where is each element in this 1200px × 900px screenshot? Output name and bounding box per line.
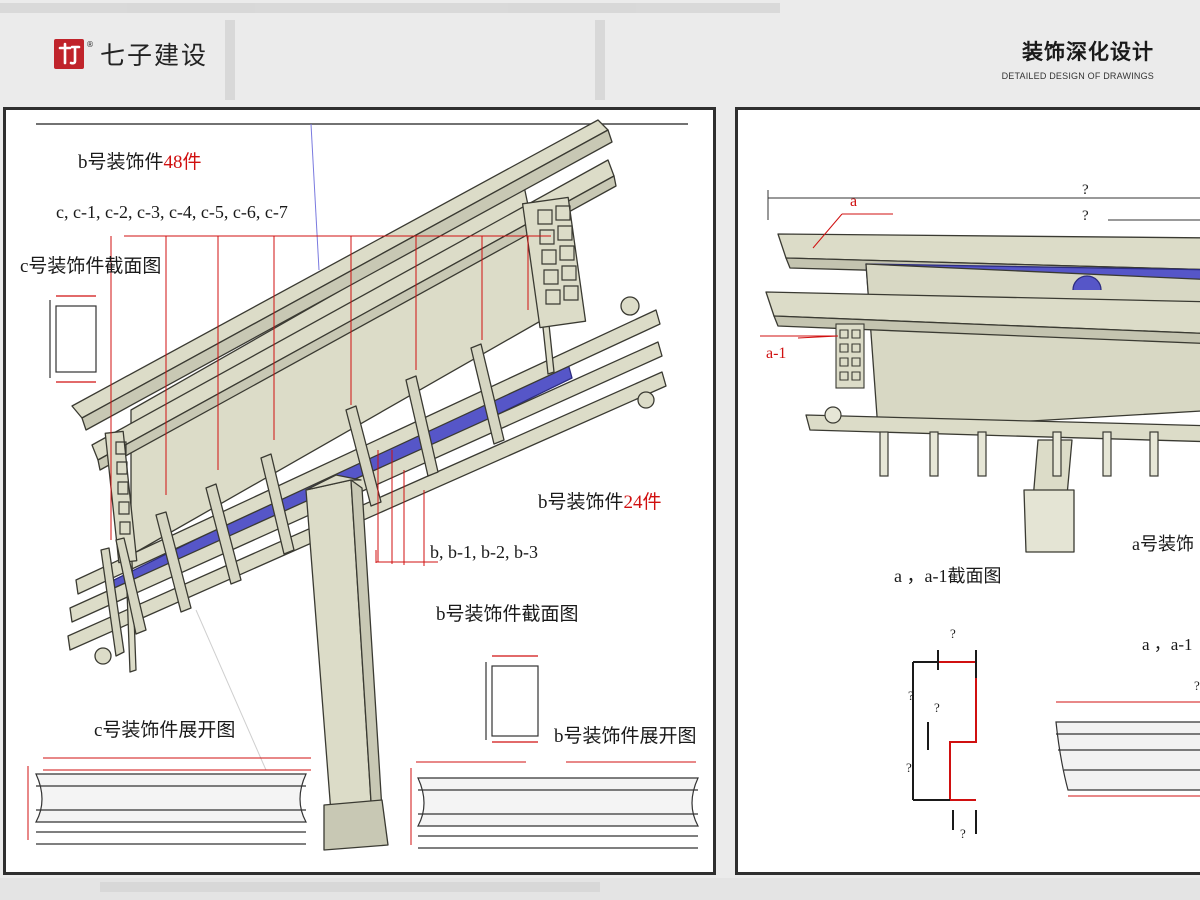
dim-a3: ? — [934, 700, 940, 715]
label-a-cut: a号装饰 — [1132, 534, 1194, 554]
label-a1: a-1 — [766, 345, 786, 362]
label-b24: b号装饰件24件 — [538, 491, 662, 513]
registered-mark: ® — [86, 39, 94, 49]
label-b-section: b号装饰件截面图 — [436, 603, 579, 625]
label-b-unfold: b号装饰件展开图 — [554, 725, 697, 747]
section-title-en: DETAILED DESIGN OF DRAWINGS — [1001, 71, 1154, 81]
c-unfold-profile — [34, 773, 308, 845]
brand-logo-icon — [54, 39, 84, 69]
dim-a2: ? — [908, 688, 914, 703]
company-name: 七子建设 — [100, 41, 209, 70]
dim-a4: ? — [906, 760, 912, 775]
roof-structure — [67, 119, 667, 851]
page-header: ® 七子建设 装饰深化设计 DETAILED DESIGN OF DRAWING… — [0, 0, 1200, 100]
dim-a6: ? — [1194, 678, 1200, 693]
right-drawing-panel: ? ? — [735, 107, 1200, 875]
label-a: a — [850, 193, 857, 210]
label-a-list-cut: a ，a-1 — [1142, 635, 1193, 654]
c-section-detail — [49, 295, 97, 383]
dim-question-1: ? — [1082, 182, 1089, 198]
b-section-detail — [485, 655, 539, 743]
left-drawing-panel: b号装饰件48件 c, c-1, c-2, c-3, c-4, c-5, c-6… — [3, 107, 716, 875]
brand: ® 七子建设 — [54, 36, 208, 72]
a-unfold-profile — [1055, 721, 1200, 791]
label-b48: b号装饰件48件 — [78, 151, 202, 173]
label-c-unfold: c号装饰件展开图 — [94, 719, 235, 741]
dim-a5: ? — [960, 826, 966, 841]
label-section: a ，a-1截面图 — [894, 566, 1001, 586]
dim-a1: ? — [950, 626, 956, 641]
right-drawing: ? ? — [760, 182, 1200, 841]
beam-structure — [765, 233, 1200, 553]
label-b-series: b, b-1, b-2, b-3 — [430, 542, 538, 562]
section-title-cn: 装饰深化设计 — [1022, 40, 1154, 64]
a-section-detail — [912, 650, 977, 834]
label-c-section: c号装饰件截面图 — [20, 255, 161, 277]
section-title: 装饰深化设计 DETAILED DESIGN OF DRAWINGS — [1002, 36, 1154, 81]
label-c-series: c, c-1, c-2, c-3, c-4, c-5, c-6, c-7 — [56, 202, 288, 222]
left-drawing: b号装饰件48件 c, c-1, c-2, c-3, c-4, c-5, c-6… — [20, 119, 700, 851]
dim-question-2: ? — [1082, 208, 1089, 224]
b-unfold-profile — [416, 777, 700, 849]
